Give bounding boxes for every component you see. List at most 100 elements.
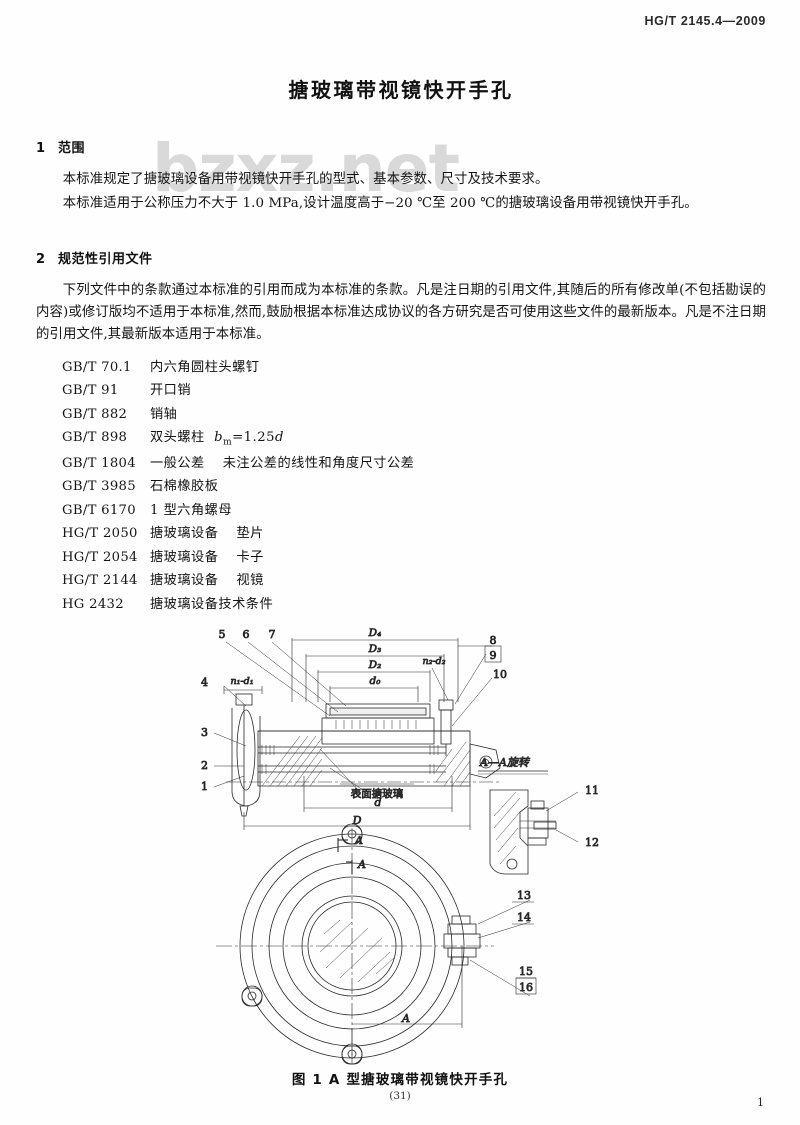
clamp-tip-left <box>239 805 249 817</box>
reference-title: 开口销 <box>150 383 192 399</box>
callout-12: 12 <box>585 836 599 849</box>
hatch-body-left <box>261 735 323 787</box>
reference-subtitle: 垫片 <box>236 526 264 542</box>
clause-1-heading: 1 范围 <box>36 137 766 156</box>
detail-view-label: A—A旋转 <box>479 756 531 769</box>
clamp-arm-left <box>231 708 261 807</box>
watermark-bzxz: bzxz.net <box>152 130 460 207</box>
callout-7: 7 <box>269 628 276 641</box>
clause-2-title: 规范性引用文件 <box>58 252 153 268</box>
reference-code: HG/T 2144 <box>62 573 138 589</box>
reference-title: 搪玻璃设备 <box>150 549 219 565</box>
surface-note-label: 表面搪玻璃 <box>351 787 404 800</box>
page-title: 搪玻璃带视镜快开手孔 <box>288 78 514 102</box>
clause-1-paragraph-2: 本标准适用于公称压力不大于 1.0 MPa,设计温度高于−20 ℃至 200 ℃… <box>62 195 698 211</box>
reference-formula: bm=1.25d <box>214 430 284 448</box>
dimension-stack <box>291 638 459 702</box>
thread-ticks <box>261 745 439 774</box>
sight-glass-flange <box>321 717 435 732</box>
dimension-d <box>303 776 453 812</box>
callout-10: 10 <box>493 668 507 681</box>
callout-15: 15 <box>519 965 533 978</box>
callout-11: 11 <box>585 784 599 797</box>
reference-code: HG/T 2054 <box>62 549 138 565</box>
reference-code: GB/T 3985 <box>62 479 136 495</box>
section-mark-a-top: A <box>354 834 363 847</box>
reference-code: GB/T 898 <box>62 430 128 446</box>
figure-1-drawing: D₄ D₃ D₂ d₀ <box>0 616 800 1076</box>
reference-title: 双头螺柱 <box>150 430 205 446</box>
reference-code: HG/T 2050 <box>62 526 138 542</box>
clause-1-paragraph-1: 本标准规定了搪玻璃设备用带视镜快开手孔的型式、基本参数、尺寸及技术要求。 <box>62 172 549 187</box>
reference-item: HG/T 2144 搪玻璃设备 视镜 <box>62 569 766 593</box>
detail-view-geometry <box>489 789 557 875</box>
reference-item: GB/T 3985 石棉橡胶板 <box>62 475 766 499</box>
reference-item: GB/T 898 双头螺柱 bm=1.25d <box>62 426 766 452</box>
reference-code: GB/T 70.1 <box>62 359 132 375</box>
callout-14: 14 <box>517 911 531 924</box>
dimension-label-n2-d2: n₂-d₂ <box>422 656 445 667</box>
body-top-profile <box>258 730 470 745</box>
callout-13: 13 <box>517 889 531 902</box>
reference-title: 搪玻璃设备技术条件 <box>150 596 274 612</box>
clause-2-heading: 2 规范性引用文件 <box>36 248 766 267</box>
clamp-nut-left <box>235 693 253 706</box>
callout-5: 5 <box>219 628 226 641</box>
sight-glass-disc <box>329 707 427 716</box>
figure-1-svg: D₄ D₃ D₂ d₀ <box>201 627 599 1065</box>
reference-title: 石棉橡胶板 <box>150 479 219 495</box>
lug-hole-right <box>479 755 493 769</box>
page-folio: 1 <box>757 1096 764 1109</box>
reference-code: GB/T 6170 <box>62 502 136 518</box>
clamp-body-ellipse <box>236 709 256 791</box>
clause-2-paragraph: 下列文件中的条款通过本标准的引用而成为本标准的条款。凡是注日期的引用文件,其随后… <box>36 283 766 342</box>
figure-caption: 图 1 A 型搪玻璃带视镜快开手孔 <box>291 1072 509 1088</box>
dimension-A <box>351 946 463 1056</box>
clause-1-number: 1 <box>36 141 46 156</box>
clause-1-title: 范围 <box>58 141 86 156</box>
reference-subtitle: 卡子 <box>236 549 264 565</box>
dimension-label-d2: D₂ <box>368 659 382 671</box>
lug-right <box>469 743 501 779</box>
callout-16: 16 <box>519 981 533 994</box>
reference-code: GB/T 1804 <box>62 455 136 471</box>
section-mark-a-plan: A <box>357 858 366 871</box>
dimension-label-D-large: D <box>352 814 362 827</box>
callout-9: 9 <box>490 649 497 662</box>
document-body: 搪玻璃带视镜快开手孔 1 范围 本标准规定了搪玻璃设备用带视镜快开手孔的型式、基本… <box>36 0 766 616</box>
callout-4: 4 <box>201 676 208 689</box>
body-outline <box>257 730 471 787</box>
hatch-body-right <box>435 741 471 787</box>
callout-1: 1 <box>201 780 208 793</box>
reference-title: 销轴 <box>150 406 178 422</box>
reference-subtitle: 未注公差的线性和角度尺寸公差 <box>222 455 415 471</box>
page-header-standard-code: HG/T 2145.4—2009 <box>644 14 766 28</box>
reference-title: 一般公差 <box>150 455 205 471</box>
dimension-label-d4: D₄ <box>368 627 382 639</box>
callout-2: 2 <box>201 759 208 772</box>
reference-item: GB/T 6170 1 型六角螺母 <box>62 499 766 523</box>
figure-page-label: (31) <box>389 1090 411 1102</box>
callout-8: 8 <box>490 634 497 647</box>
reference-title: 1 型六角螺母 <box>150 502 233 518</box>
hatch-gasket <box>335 720 417 729</box>
dimension-label-d3: D₃ <box>368 643 382 655</box>
reference-item: GB/T 91 开口销 <box>62 379 766 403</box>
callout-6: 6 <box>243 628 250 641</box>
dimension-label-A: A <box>401 1012 410 1025</box>
reference-title: 搪玻璃设备 <box>150 573 219 589</box>
reference-item: GB/T 1804 一般公差 未注公差的线性和角度尺寸公差 <box>62 452 766 476</box>
dimension-label-n1-d1: n₁-d₁ <box>230 676 253 687</box>
reference-title: 内六角圆柱头螺钉 <box>150 359 260 375</box>
dimension-label-d: d <box>374 796 381 809</box>
callout-3: 3 <box>201 726 208 739</box>
clause-2-number: 2 <box>36 252 46 268</box>
reference-code: GB/T 91 <box>62 383 119 399</box>
reference-item: GB/T 70.1 内六角圆柱头螺钉 <box>62 356 766 380</box>
reference-subtitle: 视镜 <box>236 573 264 589</box>
reference-item: HG/T 2054 搪玻璃设备 卡子 <box>62 546 766 570</box>
